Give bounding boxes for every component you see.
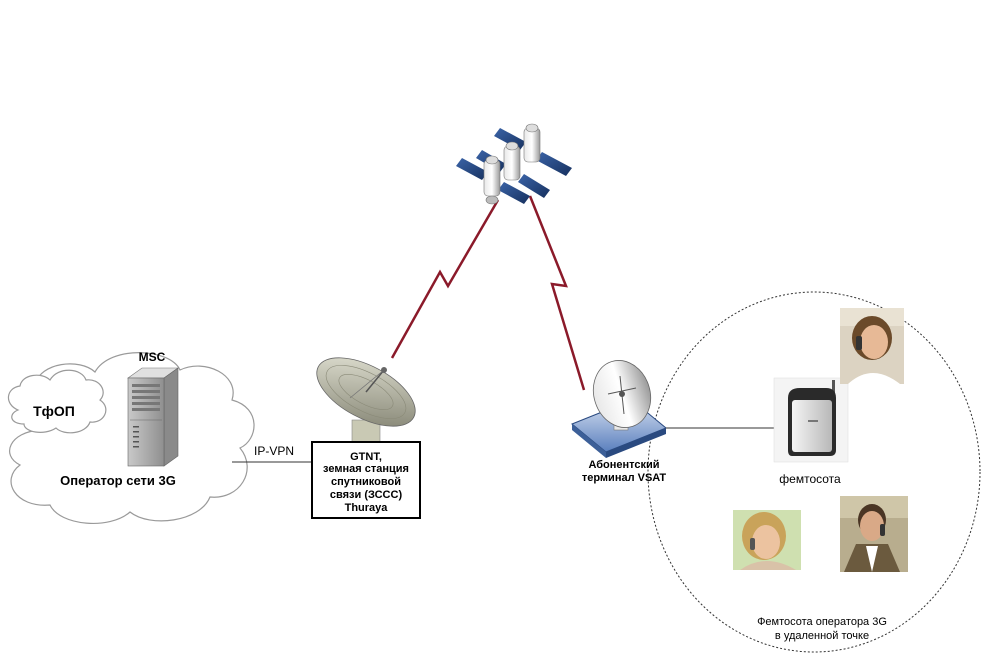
station-label-line-5: Thuraya — [345, 502, 389, 514]
remote-label-line-2: в удаленной точке — [775, 630, 869, 642]
vsat-terminal-icon — [571, 360, 667, 458]
femtocell-label: фемтосота — [779, 472, 841, 486]
remote-label-line-1: Фемтосота оператора 3G — [757, 616, 887, 628]
person-photo-icon — [733, 510, 801, 570]
station-label-line-3: спутниковой — [331, 476, 401, 488]
tfop-cloud — [7, 369, 107, 434]
satellite-dish-icon — [316, 357, 416, 443]
server-icon — [127, 367, 179, 467]
person-photo-icon — [840, 308, 904, 384]
station-label-line-1: GTNT, — [350, 451, 382, 463]
remote-point-circle — [647, 291, 981, 653]
tfop-label: ТфОП — [33, 403, 75, 419]
station-label-line-2: земная станция — [323, 463, 409, 475]
radio-link-left — [390, 199, 500, 359]
station-label-line-4: связи (ЗССС) — [330, 489, 403, 501]
ground-station-box — [311, 441, 421, 519]
femtocell-device-icon — [773, 377, 849, 463]
radio-link-right — [528, 195, 586, 391]
satellite-icon — [456, 123, 572, 205]
vsat-label-line-1: Абонентский — [588, 459, 659, 471]
operator-label: Оператор сети 3G — [60, 473, 176, 488]
vsat-label-line-2: терминал VSAT — [582, 472, 667, 484]
ipvpn-label: IP-VPN — [254, 444, 294, 458]
msc-label: MSC — [139, 350, 166, 364]
person-photo-icon — [840, 496, 908, 572]
